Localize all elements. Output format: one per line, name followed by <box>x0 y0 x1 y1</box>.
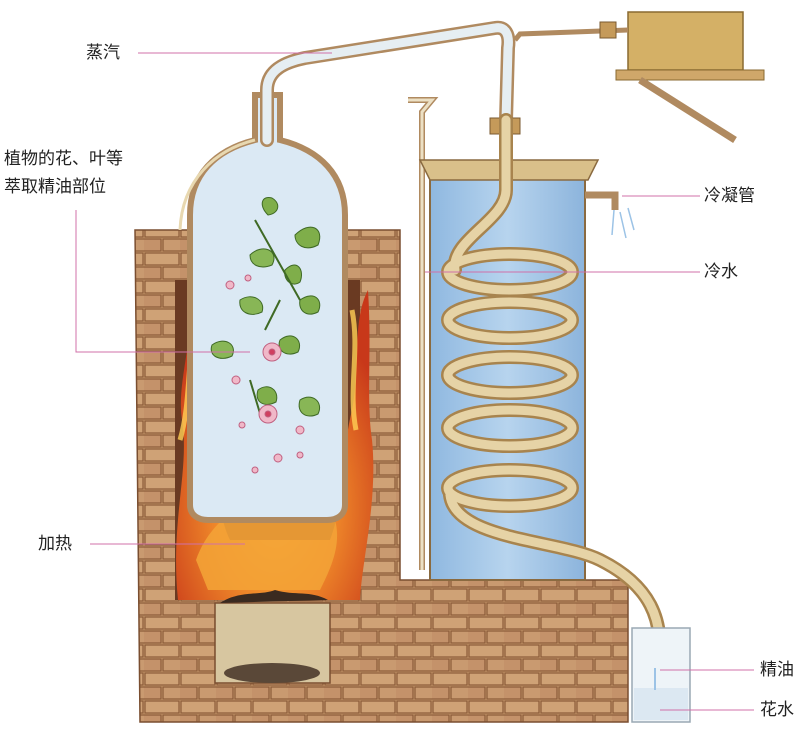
collection-beaker <box>631 627 691 723</box>
label-steam: 蒸汽 <box>86 43 120 63</box>
condenser-coil <box>441 113 667 672</box>
label-plant-parts-line2: 萃取精油部位 <box>4 177 106 197</box>
label-condenser: 冷凝管 <box>704 186 755 206</box>
label-floral-water: 花水 <box>760 700 794 720</box>
plant-material <box>210 196 321 474</box>
steam-pipe <box>260 20 521 147</box>
leader-lines <box>75 52 754 711</box>
funnel-pipe <box>408 97 439 570</box>
water-supply <box>513 11 765 143</box>
label-plant-parts-line1: 植物的花、叶等 <box>4 149 123 169</box>
label-essential-oil: 精油 <box>760 660 794 680</box>
label-heating: 加热 <box>38 534 72 554</box>
label-cold-water: 冷水 <box>704 262 738 282</box>
ash-pit <box>214 590 331 684</box>
